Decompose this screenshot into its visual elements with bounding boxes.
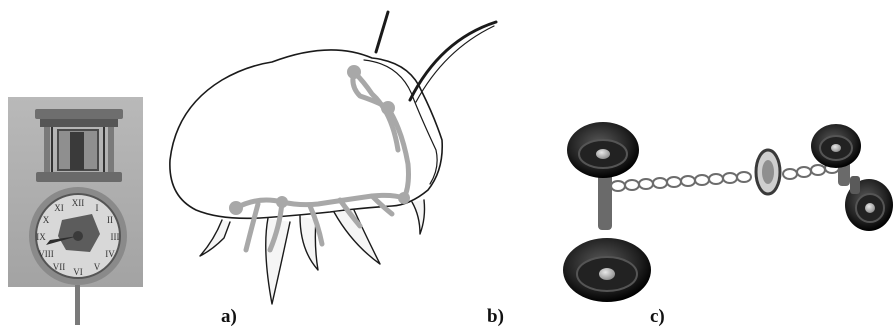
- panel-label-c: c): [650, 306, 665, 328]
- insect-joint-node: [398, 192, 410, 204]
- insect-joint-node: [276, 196, 288, 208]
- insect-leg: [412, 200, 425, 234]
- wheel-hub: [596, 149, 610, 159]
- insect-leg: [200, 220, 230, 256]
- svg-text:VIII: VIII: [38, 249, 54, 259]
- panel-label-b: b): [487, 306, 504, 328]
- svg-text:II: II: [107, 215, 113, 225]
- svg-text:VII: VII: [53, 262, 66, 272]
- chain: [611, 163, 839, 191]
- clock-illustration: XII I II III IV V VI VII VIII IX X XI: [8, 97, 143, 325]
- svg-text:XII: XII: [72, 198, 85, 208]
- svg-text:I: I: [96, 203, 99, 213]
- svg-text:IX: IX: [36, 232, 46, 242]
- clock-pendulum-rod: [75, 285, 80, 325]
- svg-text:X: X: [43, 215, 50, 225]
- insect-antenna-left: [376, 12, 388, 52]
- svg-text:V: V: [94, 262, 101, 272]
- wheel-hub: [599, 268, 615, 280]
- insect-antenna-right: [410, 22, 496, 100]
- insect-joint-node: [229, 201, 243, 215]
- svg-text:VI: VI: [73, 267, 83, 277]
- insect-joint-node: [381, 101, 395, 115]
- insect-joint-skeleton: [236, 72, 409, 250]
- panel-label-a: a): [221, 306, 237, 328]
- svg-text:XI: XI: [54, 203, 64, 213]
- svg-text:IV: IV: [105, 249, 115, 259]
- insect-leg: [334, 210, 380, 264]
- wheel-hub: [865, 203, 875, 213]
- svg-text:III: III: [111, 232, 120, 242]
- wheel-chain-illustration: [563, 122, 893, 302]
- insect-joint-node: [347, 65, 361, 79]
- clock-top-cap: [35, 109, 123, 119]
- wheel-hub: [831, 144, 841, 152]
- insect-illustration: [170, 12, 496, 304]
